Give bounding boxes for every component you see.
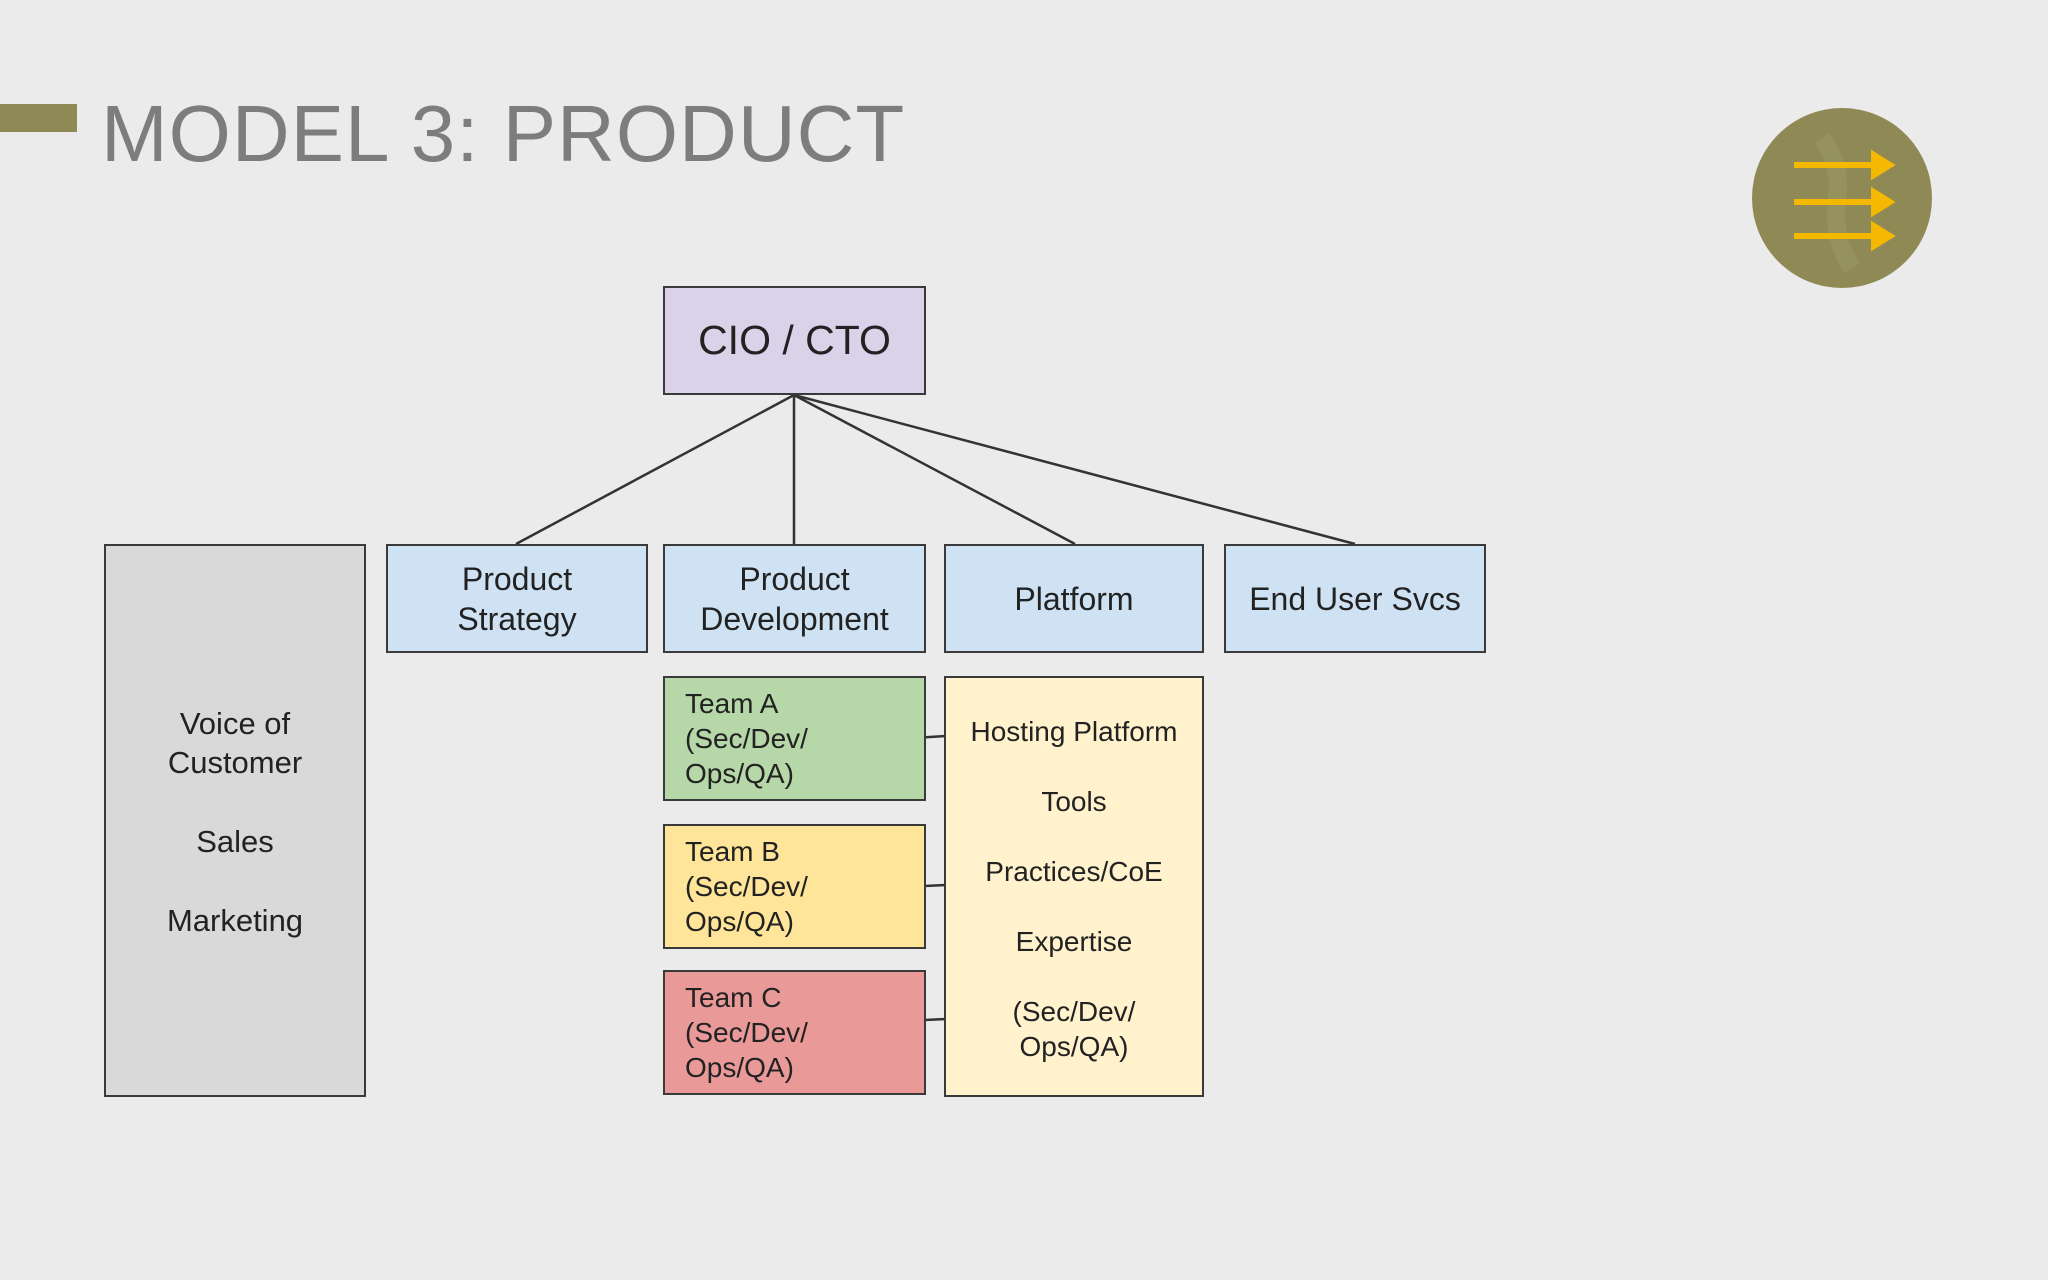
connector-platform: [793, 393, 1076, 546]
tools-label: Tools: [1041, 786, 1107, 817]
voice-of-customer-box: Voice of Customer Sales Marketing: [104, 544, 366, 1097]
title-accent-bar: [0, 104, 77, 132]
triple-arrow-icon: [1752, 108, 1932, 288]
slide-title: MODEL 3: PRODUCT: [101, 89, 906, 178]
connector-strategy: [515, 393, 795, 546]
team-c-label: Team C (Sec/Dev/ Ops/QA): [685, 982, 808, 1083]
team-b-box: Team B (Sec/Dev/ Ops/QA): [663, 824, 926, 949]
cio-cto-label: CIO / CTO: [698, 317, 891, 363]
sec-dev-ops-qa-label: (Sec/Dev/ Ops/QA): [1012, 996, 1136, 1062]
product-development-box: Product Development: [663, 544, 926, 653]
team-b-label: Team B (Sec/Dev/ Ops/QA): [685, 836, 808, 937]
platform-services-box: Hosting Platform Tools Practices/CoE Exp…: [944, 676, 1204, 1097]
team-a-box: Team A (Sec/Dev/ Ops/QA): [663, 676, 926, 801]
end-user-svcs-box: End User Svcs: [1224, 544, 1486, 653]
product-strategy-label: Product Strategy: [457, 560, 577, 637]
hosting-platform-label: Hosting Platform: [970, 716, 1178, 747]
end-user-svcs-label: End User Svcs: [1249, 580, 1461, 617]
cio-cto-box: CIO / CTO: [663, 286, 926, 395]
platform-box: Platform: [944, 544, 1204, 653]
team-a-label: Team A (Sec/Dev/ Ops/QA): [685, 688, 808, 789]
team-c-box: Team C (Sec/Dev/ Ops/QA): [663, 970, 926, 1095]
sales-label: Sales: [196, 824, 274, 859]
expertise-label: Expertise: [1015, 926, 1133, 957]
platform-label: Platform: [1014, 580, 1134, 617]
product-strategy-box: Product Strategy: [386, 544, 648, 653]
marketing-label: Marketing: [166, 903, 304, 938]
voice-of-customer-label: Voice of Customer: [167, 706, 303, 780]
product-development-label: Product Development: [700, 560, 889, 637]
connector-end-user: [793, 393, 1356, 546]
practices-coe-label: Practices/CoE: [985, 856, 1163, 887]
